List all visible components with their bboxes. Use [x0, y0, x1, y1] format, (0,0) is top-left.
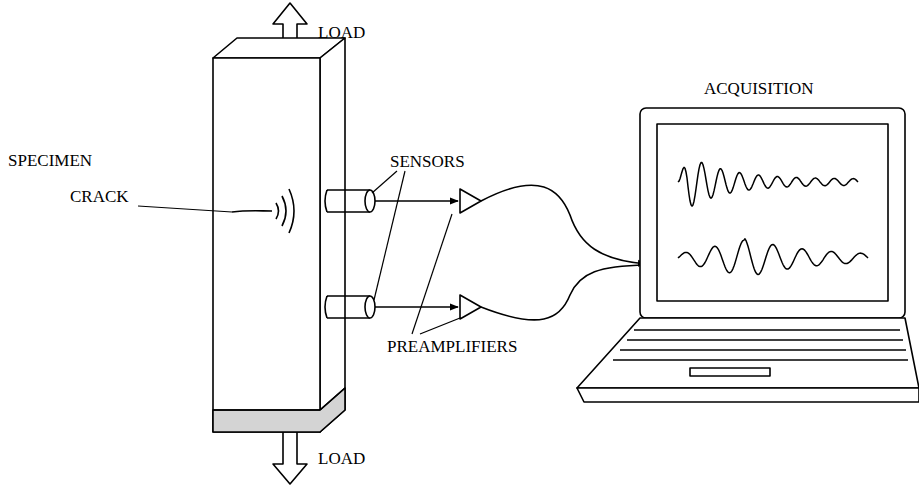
waveform	[678, 163, 858, 207]
specimen-front	[213, 58, 320, 432]
laptop-base	[577, 318, 919, 388]
load-arrow	[273, 432, 307, 484]
laptop-screen	[640, 108, 905, 318]
cable	[481, 265, 646, 320]
sensor	[325, 190, 370, 212]
preamplifier	[460, 189, 481, 213]
specimen-side	[320, 38, 345, 432]
crack-line	[232, 211, 272, 212]
acquisition-label: ACQUISITION	[704, 80, 814, 97]
signal-arrow	[375, 306, 458, 308]
sensor	[325, 296, 370, 318]
leader-line	[412, 214, 452, 334]
cable	[481, 185, 646, 264]
sensor-label: SENSORS	[390, 153, 465, 170]
signal-arrow	[375, 200, 458, 202]
wave-arc	[276, 203, 279, 219]
leader-line	[138, 206, 232, 212]
load-label: LOAD	[318, 450, 365, 467]
leader-line	[372, 171, 397, 193]
wave-arc	[282, 196, 286, 226]
leader-line	[374, 171, 405, 300]
waveform	[678, 239, 868, 275]
specimen-bottom	[213, 388, 345, 432]
leader-line	[420, 318, 460, 334]
wave-arc	[289, 189, 294, 233]
preamplifier	[460, 295, 481, 319]
preamplifier-label: PREAMPLIFIERS	[387, 338, 517, 355]
load-label: LOAD	[318, 24, 365, 41]
crack-label: CRACK	[70, 188, 129, 205]
specimen-label: SPECIMEN	[8, 152, 92, 169]
